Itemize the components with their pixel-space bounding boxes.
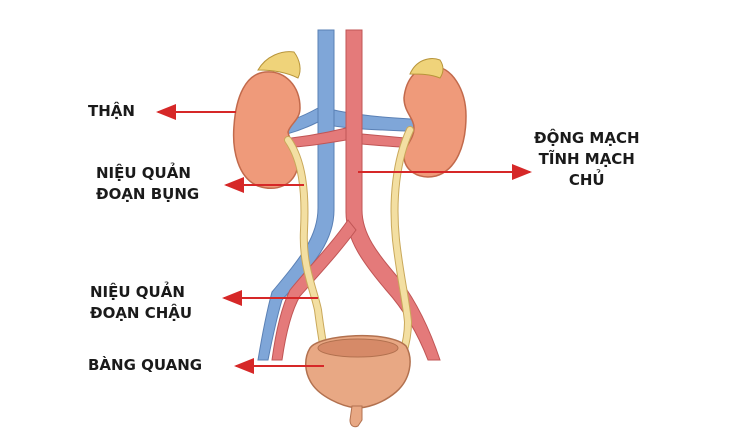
urethra — [350, 406, 362, 427]
kidney-right — [404, 66, 466, 177]
label-ureter-pelvic-line-2: ĐOẠN CHẬU — [90, 303, 192, 324]
label-vessels-line-1: ĐỘNG MẠCH — [534, 128, 640, 149]
label-vessels-line-2: TĨNH MẠCH — [534, 149, 640, 170]
label-vessels-line-3: CHỦ — [534, 170, 640, 191]
label-bladder-line-1: BÀNG QUANG — [88, 355, 202, 376]
label-kidney: THẬN — [88, 101, 135, 122]
label-ureter-pelvic-line-1: NIỆU QUẢN — [90, 282, 192, 303]
label-ureter-abdominal-line-2: ĐOẠN BỤNG — [96, 184, 199, 205]
label-vessels: ĐỘNG MẠCH TĨNH MẠCH CHỦ — [534, 128, 640, 191]
label-ureter-pelvic: NIỆU QUẢN ĐOẠN CHẬU — [90, 282, 192, 324]
label-kidney-line-1: THẬN — [88, 101, 135, 122]
label-bladder: BÀNG QUANG — [88, 355, 202, 376]
bladder-opening — [318, 339, 398, 357]
label-ureter-abdominal-line-1: NIỆU QUẢN — [96, 163, 199, 184]
label-ureter-abdominal: NIỆU QUẢN ĐOẠN BỤNG — [96, 163, 199, 205]
